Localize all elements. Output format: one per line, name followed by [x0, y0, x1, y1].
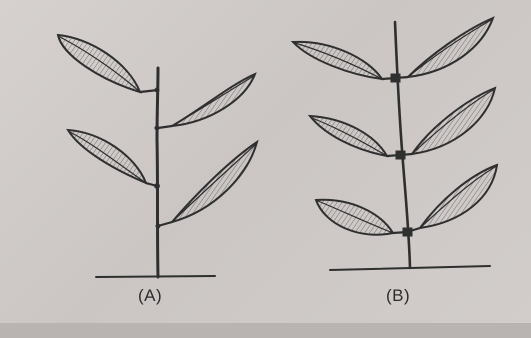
plant-b-node [396, 151, 405, 159]
plant-a-stem [157, 68, 158, 277]
photo-edge-shadow [0, 323, 531, 338]
plant-b-leaf-3 [310, 116, 400, 156]
plant-b-node [403, 228, 412, 236]
plant-a-leaf-2 [158, 74, 255, 128]
plant-a [58, 35, 257, 277]
plant-b-node [391, 74, 400, 82]
plant-a-leaf-1 [58, 35, 158, 92]
plant-b-leaf-1 [293, 42, 396, 79]
plant-b [293, 18, 497, 270]
figure-label-a: (A) [138, 286, 162, 306]
plant-a-leaf-3 [68, 130, 157, 186]
plant-a-node [156, 224, 160, 228]
plant-b-leaf-6 [407, 165, 497, 232]
plant-a-node [155, 126, 159, 130]
figure-label-b: (B) [386, 286, 410, 306]
plant-a-leaf-4 [158, 142, 257, 226]
plant-a-ground-line [96, 276, 215, 277]
plant-b-leaf-4 [400, 88, 495, 155]
plant-b-leaf-2 [396, 18, 493, 78]
plant-a-node [155, 184, 160, 189]
plant-b-leaf-5 [316, 200, 407, 235]
plant-a-node [155, 88, 159, 92]
